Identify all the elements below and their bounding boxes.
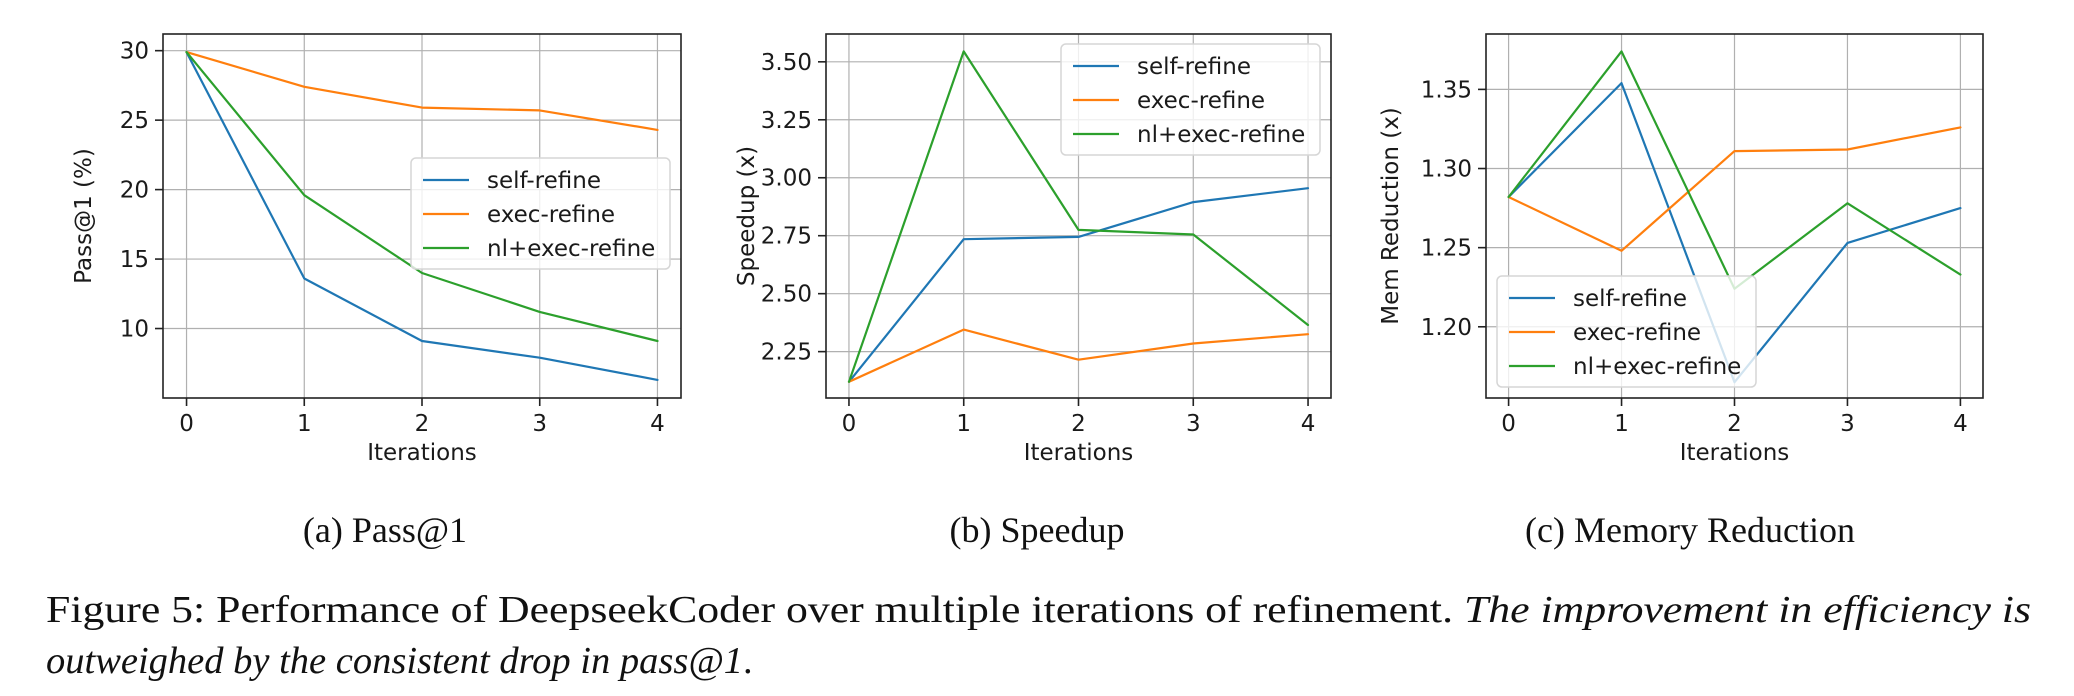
y-tick-label: 2.75 xyxy=(761,224,812,250)
legend-label: exec-refine xyxy=(1137,88,1265,114)
y-tick-label: 1.35 xyxy=(1421,77,1472,103)
subcaption-c: (c) Memory Reduction xyxy=(1525,510,1855,550)
x-tick-label: 4 xyxy=(1953,411,1968,437)
legend-label: self-refine xyxy=(487,168,601,194)
subcaption-a: (a) Pass@1 xyxy=(303,510,467,550)
caption-italic-1: The improvement in efficiency is xyxy=(1464,589,2031,631)
legend-box xyxy=(1496,275,1757,388)
y-tick-label: 1.25 xyxy=(1421,236,1472,262)
y-tick-label: 30 xyxy=(120,39,149,65)
x-tick-label: 0 xyxy=(1501,411,1516,437)
x-tick-label: 1 xyxy=(1614,411,1629,437)
series-line-exec-refine xyxy=(185,50,659,131)
x-tick-label: 4 xyxy=(1301,411,1316,437)
legend-box xyxy=(1060,43,1321,156)
figure-caption-line1: Figure 5: Performance of DeepseekCoder o… xyxy=(46,589,2031,631)
legend-label: self-refine xyxy=(1573,286,1687,312)
legend: self-refine exec-refine nl+exec-refine xyxy=(1060,43,1321,156)
y-tick-label: 2.25 xyxy=(761,340,812,366)
y-tick-label: 15 xyxy=(120,247,149,273)
x-tick-label: 3 xyxy=(1840,411,1855,437)
x-axis-label: Iterations xyxy=(1680,440,1790,466)
x-axis-label: Iterations xyxy=(367,440,477,466)
figure-caption-line2: outweighed by the consistent drop in pas… xyxy=(46,640,753,682)
x-tick-label: 1 xyxy=(297,411,312,437)
caption-end: . xyxy=(743,640,753,682)
x-tick-label: 2 xyxy=(1727,411,1742,437)
x-tick-label: 3 xyxy=(1186,411,1201,437)
legend-box xyxy=(410,157,671,270)
y-tick-label: 25 xyxy=(120,108,149,134)
legend-label: exec-refine xyxy=(487,202,615,228)
legend-label: exec-refine xyxy=(1573,320,1701,346)
y-tick-label: 10 xyxy=(120,317,149,343)
y-axis-label: Speedup (x) xyxy=(734,146,760,286)
x-axis-label: Iterations xyxy=(1024,440,1134,466)
caption-italic-2: outweighed by the consistent drop in pas… xyxy=(46,640,743,682)
y-tick-label: 1.30 xyxy=(1421,157,1472,183)
x-tick-label: 2 xyxy=(415,411,430,437)
subcaption-b: (b) Speedup xyxy=(950,510,1125,550)
x-tick-label: 0 xyxy=(842,411,857,437)
y-axis-label: Mem Reduction (x) xyxy=(1378,107,1404,325)
x-tick-label: 2 xyxy=(1071,411,1086,437)
y-tick-label: 3.50 xyxy=(761,50,812,76)
x-tick-label: 4 xyxy=(650,411,665,437)
legend: self-refine exec-refine nl+exec-refine xyxy=(410,157,671,270)
y-tick-label: 1.20 xyxy=(1421,315,1472,341)
legend-label: nl+exec-refine xyxy=(1573,354,1741,380)
x-tick-label: 3 xyxy=(532,411,547,437)
series-line-nl+exec-refine xyxy=(847,50,1310,383)
y-tick-label: 20 xyxy=(120,178,149,204)
y-axis-label: Pass@1 (%) xyxy=(71,148,97,284)
legend: self-refine exec-refine nl+exec-refine xyxy=(1496,275,1757,388)
caption-lead: Figure 5: Performance of DeepseekCoder o… xyxy=(46,589,1453,631)
legend-label: nl+exec-refine xyxy=(487,236,655,262)
x-tick-label: 0 xyxy=(179,411,194,437)
series-line-nl+exec-refine xyxy=(185,50,659,343)
series-line-self-refine xyxy=(847,187,1310,383)
x-tick-label: 1 xyxy=(956,411,971,437)
series-line-exec-refine xyxy=(1507,126,1962,252)
series-line-self-refine xyxy=(185,50,659,381)
y-tick-label: 3.25 xyxy=(761,108,812,134)
y-tick-label: 3.00 xyxy=(761,166,812,192)
y-tick-label: 2.50 xyxy=(761,282,812,308)
legend-label: self-refine xyxy=(1137,54,1251,80)
series-line-exec-refine xyxy=(847,328,1310,383)
legend-label: nl+exec-refine xyxy=(1137,122,1305,148)
